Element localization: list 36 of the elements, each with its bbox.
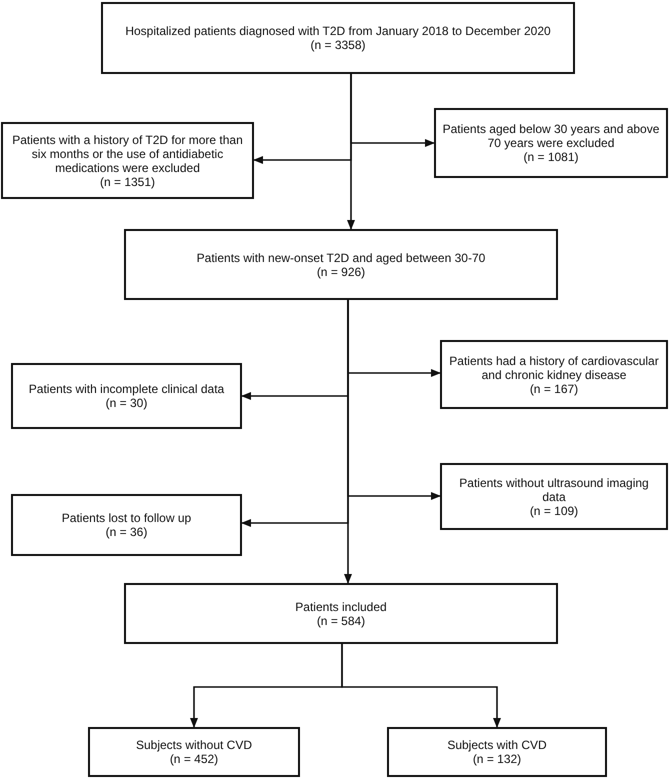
box-text: Subjects without CVD <box>136 738 252 752</box>
count-text: (n = 167) <box>530 382 578 396</box>
box-text: Patients with incomplete clinical data <box>28 382 224 396</box>
process-box <box>124 229 558 300</box>
arrow <box>253 74 352 164</box>
count-text: (n = 132) <box>472 752 522 766</box>
box-text: Patients with a history of T2D for more than six months or the use of antidiabetic medications were excluded <box>11 132 244 174</box>
box-text: Patients with new-onset T2D and aged between 30-70 <box>196 250 486 264</box>
count-text: (n = 584) <box>316 614 366 628</box>
count-text: (n = 3358) <box>310 38 366 52</box>
arrow <box>341 644 501 728</box>
count-text: (n = 30) <box>106 396 148 410</box>
box-text: Patients lost to follow up <box>62 511 192 525</box>
count-text: (n = 1351) <box>100 174 156 188</box>
process-box <box>440 340 668 409</box>
box-text: Patients without ultrasound imaging data <box>458 476 650 504</box>
process-box <box>11 363 242 429</box>
process-box <box>88 727 300 777</box>
count-text: (n = 109) <box>530 504 578 518</box>
arrow <box>241 300 349 527</box>
process-box <box>11 494 242 556</box>
count-text: (n = 452) <box>170 752 218 766</box>
count-text: (n = 926) <box>316 264 366 278</box>
box-text: Subjects with CVD <box>447 738 547 752</box>
process-box <box>1 122 254 199</box>
box-text: Patients aged below 30 years and above 70 years were excluded <box>442 122 660 150</box>
process-box <box>387 727 607 777</box>
process-box <box>124 583 558 644</box>
box-text: Patients had a history of cardiovascular and chronic kidney disease <box>448 354 660 382</box>
process-box <box>101 2 575 74</box>
process-box <box>434 108 668 178</box>
process-box <box>440 463 668 530</box>
box-text: Hospitalized patients diagnosed with T2D from January 2018 to December 2020 <box>125 24 551 38</box>
count-text: (n = 1081) <box>523 150 579 164</box>
count-text: (n = 36) <box>106 525 148 539</box>
box-text: Patients included <box>295 600 387 614</box>
